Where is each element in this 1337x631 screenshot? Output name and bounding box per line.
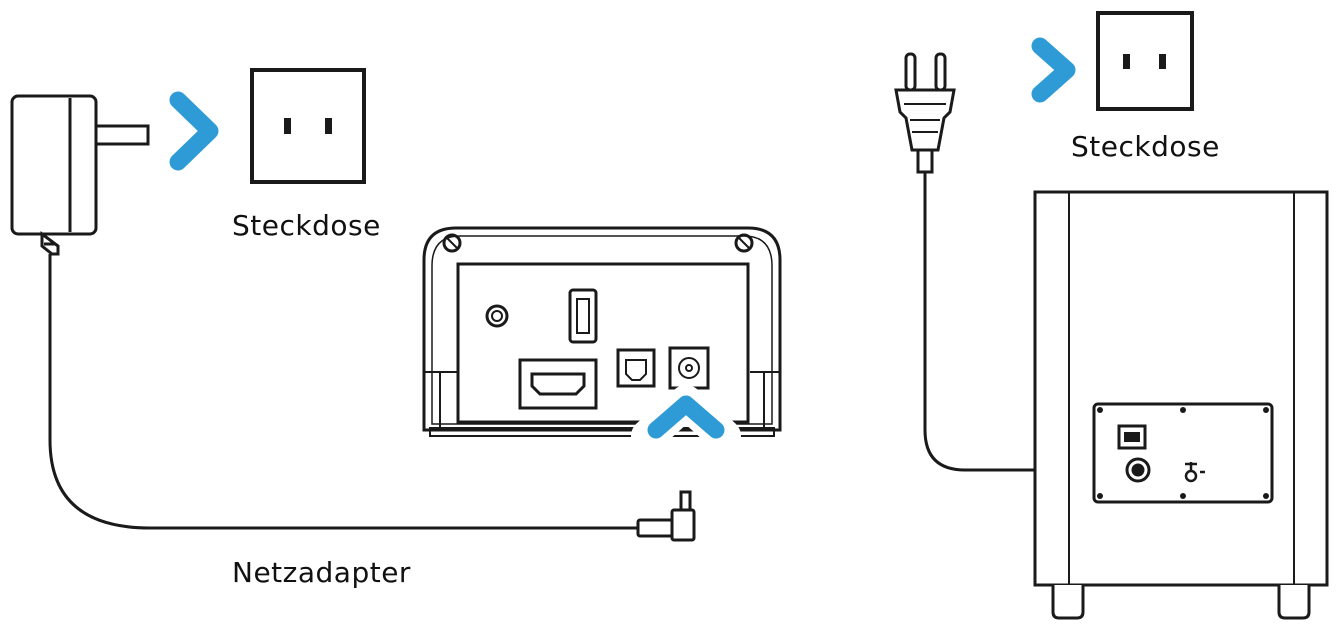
adapter-cable xyxy=(48,254,640,530)
power-socket-icon xyxy=(1096,11,1194,111)
subwoofer-rear-panel xyxy=(1092,402,1274,504)
power-switch-icon xyxy=(1117,424,1147,450)
socket-label-left: Steckdose xyxy=(232,209,381,242)
subwoofer-cabinet xyxy=(1033,190,1329,620)
dc-plug-icon xyxy=(636,490,696,542)
power-socket-icon xyxy=(250,68,366,184)
dc-in-port-icon xyxy=(668,346,710,390)
power-inlet-icon xyxy=(1125,457,1151,483)
socket-label-right: Steckdose xyxy=(1071,130,1220,163)
optical-port-icon xyxy=(616,348,656,388)
power-adapter-icon xyxy=(10,94,150,256)
soundbar-rear xyxy=(422,226,782,437)
euro-plug-icon xyxy=(894,52,956,174)
knob-icon xyxy=(485,304,509,328)
power-cable xyxy=(923,172,1128,472)
adapter-label: Netzadapter xyxy=(232,556,411,589)
hdmi-port-icon xyxy=(518,358,598,410)
chevron-up-icon xyxy=(647,395,725,439)
chevron-right-icon xyxy=(1031,37,1076,103)
fuse-symbol-icon xyxy=(1184,462,1205,483)
chevron-right-icon xyxy=(169,91,219,171)
usb-port-icon xyxy=(568,288,598,344)
